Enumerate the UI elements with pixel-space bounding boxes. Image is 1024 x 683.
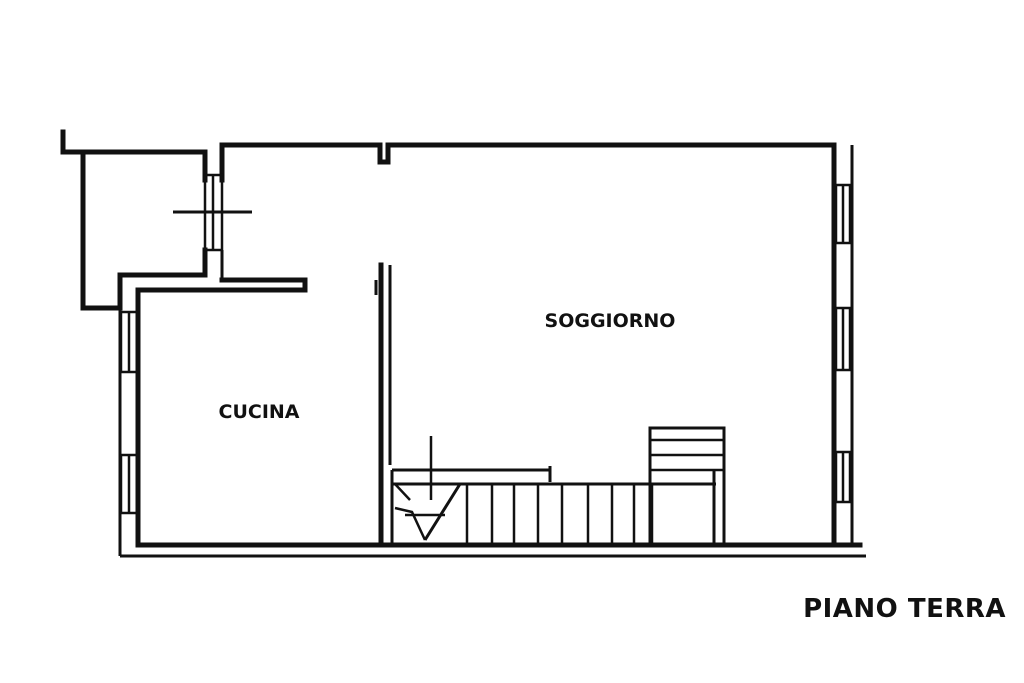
- annex-wall: [80, 149, 208, 311]
- staircase: [390, 426, 726, 547]
- kitchen-top-wall: [135, 277, 308, 293]
- plan-title: PIANO TERRA: [803, 594, 1006, 624]
- kitchen-partitions: [135, 262, 392, 548]
- top-wall: [60, 129, 208, 183]
- room-label-soggiorno: SOGGIORNO: [545, 310, 676, 332]
- stair-treads: [465, 484, 654, 545]
- outer-walls: [60, 129, 866, 558]
- room-label-cucina: CUCINA: [219, 401, 300, 423]
- right-windows: [834, 183, 852, 504]
- annex-window: [173, 173, 252, 280]
- left-windows: [119, 310, 139, 515]
- top-wall-main: [219, 142, 835, 183]
